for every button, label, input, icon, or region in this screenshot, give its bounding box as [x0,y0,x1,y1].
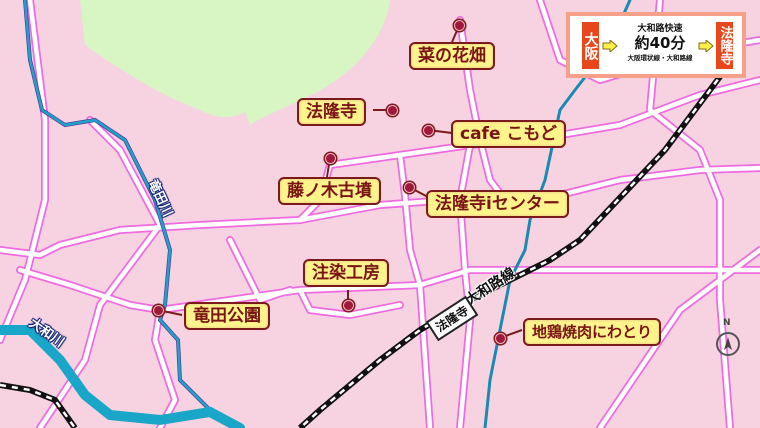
label-niwatori[interactable]: 地鶏焼肉にわとり [523,318,662,346]
pin-tatsuta-koen[interactable] [153,305,164,316]
yamato-river [0,325,245,428]
label-horyuji[interactable]: 法隆寺 [297,98,366,126]
pin-horyuji[interactable] [387,105,398,116]
route-info-box: 大阪 大和路快速 約40分 大阪環状線・大和路線 法隆寺 [566,12,746,78]
label-cafe-komodo[interactable]: cafe こもど [451,120,567,148]
route-duration: 約40分 [634,34,686,52]
route-destination: 法隆寺 [716,22,733,69]
label-chusen-kobo[interactable]: 注染工房 [303,259,389,287]
arrow-right-icon [602,40,618,52]
arrow-right-icon [698,40,714,52]
label-nanohana-batake[interactable]: 菜の花畑 [409,42,495,70]
label-tatsuta-koen[interactable]: 竜田公園 [184,302,270,330]
compass-icon [716,332,740,356]
route-origin: 大阪 [582,22,599,69]
pin-fujinoki-kofun[interactable] [325,153,336,164]
compass-north-label: N [723,318,731,328]
pin-cafe-komodo[interactable] [423,125,434,136]
pin-niwatori[interactable] [495,333,506,344]
park-area [80,0,390,125]
pin-horyuji-i-center[interactable] [404,182,415,193]
route-lines: 大阪環状線・大和路線 [627,54,693,62]
label-horyuji-i-center[interactable]: 法隆寺iセンター [426,190,569,218]
pin-chusen-kobo[interactable] [343,300,354,311]
label-fujinoki-kofun[interactable]: 藤ノ木古墳 [278,177,381,205]
pin-nanohana-batake[interactable] [454,20,465,31]
route-service-name: 大和路快速 [637,24,683,34]
